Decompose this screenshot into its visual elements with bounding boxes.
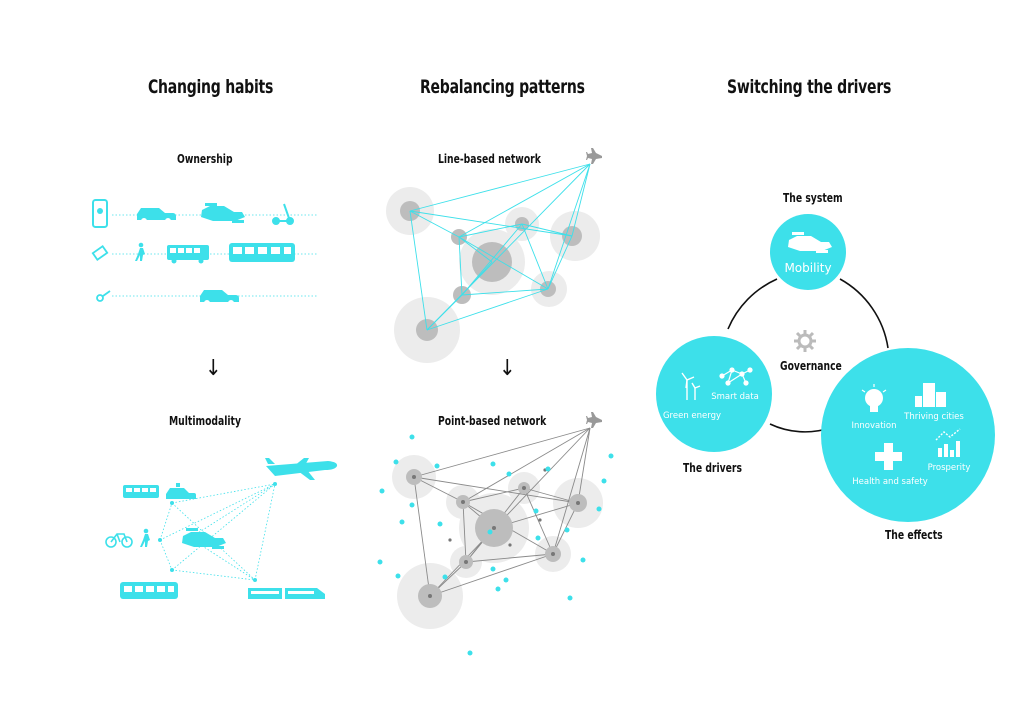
car-icon xyxy=(166,483,196,499)
bus-icon xyxy=(167,245,209,264)
train-icon xyxy=(248,588,325,599)
car-icon xyxy=(200,290,239,306)
line-network-label: Line-based network xyxy=(438,151,541,166)
governance-label: Governance xyxy=(780,358,842,373)
lightbulb-icon xyxy=(861,384,887,412)
drivers-item-smart-data: Smart data xyxy=(711,392,759,402)
drivers-item-green-energy: Green energy xyxy=(663,411,721,421)
effects-item-thriving-cities: Thriving cities xyxy=(903,412,964,422)
effects-item-prosperity: Prosperity xyxy=(928,463,971,473)
cross-icon xyxy=(875,443,902,470)
patterns-arrow-down-icon: ↓ xyxy=(499,356,516,381)
network-icon xyxy=(719,367,753,386)
line-network-edges xyxy=(409,163,591,331)
multimodality-label: Multimodality xyxy=(169,413,241,428)
drivers-circle xyxy=(656,336,772,452)
point-network-dots xyxy=(377,434,614,656)
chart-icon xyxy=(935,428,961,457)
drivers-label: The drivers xyxy=(683,460,742,475)
bicycle-icon xyxy=(105,533,133,548)
car-icon xyxy=(137,208,176,224)
flying-car-icon xyxy=(182,528,226,549)
habits-title: Changing habits xyxy=(148,76,274,98)
flying-car-icon xyxy=(788,232,832,253)
habits-arrow-down-icon: ↓ xyxy=(205,356,222,381)
key-icon xyxy=(96,290,111,302)
patterns-title: Rebalancing patterns xyxy=(420,76,585,98)
bus-icon xyxy=(123,485,159,498)
buildings-icon xyxy=(915,383,946,407)
point-network-junctions xyxy=(412,468,580,598)
mobility-circle xyxy=(770,214,846,290)
system-label: The system xyxy=(783,190,843,205)
tram-icon xyxy=(120,582,178,599)
scooter-icon xyxy=(272,203,294,225)
effects-label: The effects xyxy=(885,527,943,542)
tram-icon xyxy=(229,243,295,262)
pedestrian-icon xyxy=(140,528,150,547)
airplane-icon xyxy=(586,148,602,164)
airplane-icon xyxy=(265,458,338,480)
effects-item-health-safety: Health and safety xyxy=(852,477,928,487)
effects-item-innovation: Innovation xyxy=(851,421,896,431)
ownership-label: Ownership xyxy=(177,151,233,166)
gear-icon xyxy=(794,330,816,352)
multimodal-nodes xyxy=(158,482,277,582)
ticket-icon xyxy=(91,245,109,261)
point-network-nodes xyxy=(406,469,587,608)
mobility-text: Mobility xyxy=(784,261,831,275)
drivers-title: Switching the drivers xyxy=(727,76,892,98)
point-network-label: Point-based network xyxy=(438,413,547,428)
flying-car-icon xyxy=(201,203,245,223)
effects-circle xyxy=(821,348,995,522)
airplane-icon xyxy=(586,412,602,428)
wind-turbine-icon xyxy=(681,372,701,400)
pedestrian-icon xyxy=(135,242,145,261)
phone-icon xyxy=(92,199,108,228)
